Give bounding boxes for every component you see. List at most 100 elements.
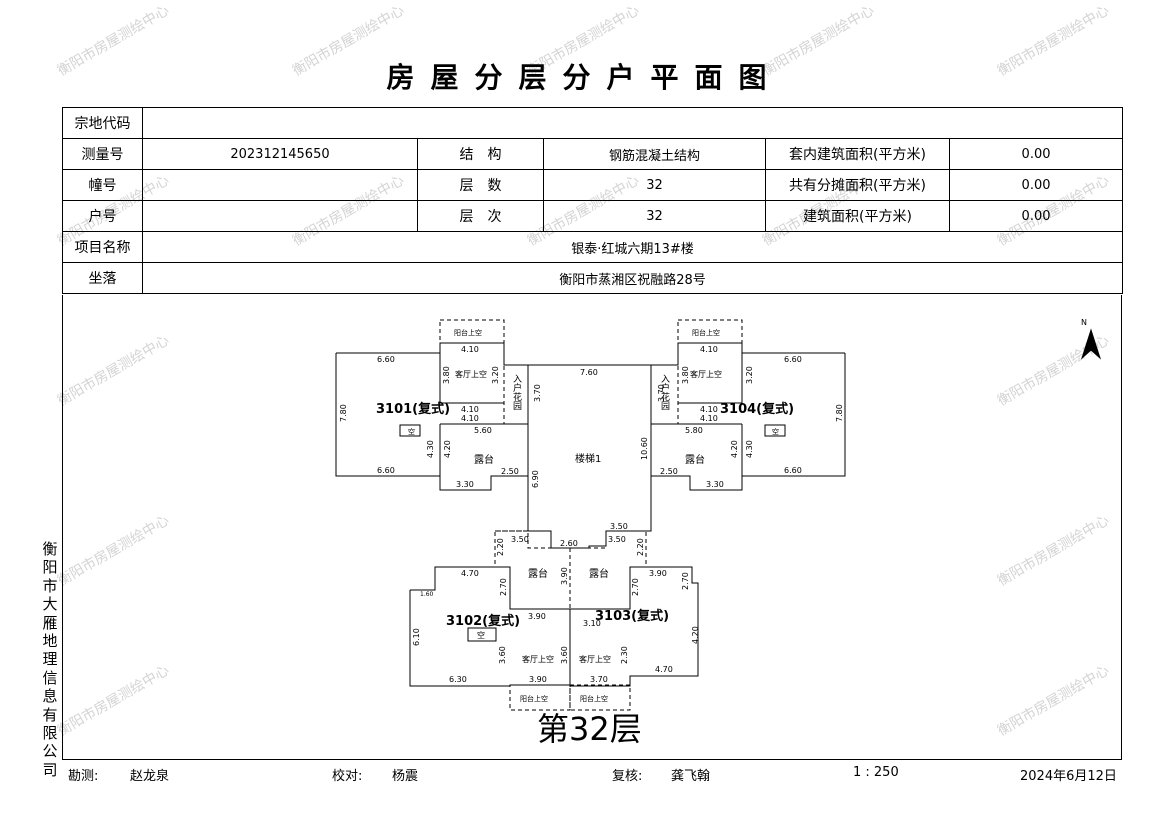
- dim-label: 4.10: [700, 414, 718, 423]
- date: 2024年6月12日: [1020, 769, 1117, 784]
- plan-frame: [62, 295, 1122, 760]
- dim-label: 3.30: [706, 480, 724, 489]
- room-void-living: 客厅上空: [522, 654, 554, 664]
- dim-label: 3.50: [610, 522, 628, 531]
- dim-label: 3.80: [681, 366, 690, 384]
- room-void: 空: [408, 427, 415, 436]
- dim-label: 7.80: [835, 404, 844, 422]
- dim-label: 6.10: [412, 628, 421, 646]
- dim-label: 4.30: [745, 440, 754, 458]
- dim-label: 2.20: [496, 538, 505, 556]
- location-value: 衡阳市蒸湘区祝融路28号: [141, 262, 1124, 294]
- dim-label: 3.90: [560, 567, 569, 585]
- checker-label: 校对:: [332, 769, 363, 784]
- dim-label: 2.30: [620, 646, 629, 664]
- room-terrace: 露台: [528, 567, 548, 580]
- dim-label: 5.60: [474, 426, 492, 435]
- dim-label: 10.60: [640, 437, 649, 460]
- parcel-code-label: 宗地代码: [62, 107, 143, 139]
- dim-label: 4.20: [730, 440, 739, 458]
- room-void-balcony: 阳台上空: [454, 328, 482, 337]
- room-entry: 入户花园: [511, 374, 522, 411]
- dim-label: 3.10: [583, 619, 601, 628]
- building-no-label: 幢号: [62, 169, 143, 201]
- dim-label: 2.50: [501, 467, 519, 476]
- dim-label: 2.70: [681, 572, 690, 590]
- shared-area-value: 0.00: [948, 169, 1124, 201]
- build-area-value: 0.00: [948, 200, 1124, 232]
- dim-label: 7.60: [580, 368, 598, 377]
- dim-label: 3.20: [745, 366, 754, 384]
- unit-label-3101: 3101(复式): [376, 401, 450, 417]
- build-area-label: 建筑面积(平方米): [765, 200, 950, 232]
- balcony-void-3103: [569, 684, 631, 711]
- location-label: 坐落: [62, 262, 143, 294]
- inner-area-value: 0.00: [948, 138, 1124, 170]
- scale: 1 : 250: [853, 765, 899, 780]
- dim-label: 1.60: [420, 591, 434, 598]
- room-terrace: 露台: [474, 453, 494, 466]
- room-stair: 楼梯1: [575, 452, 601, 465]
- dim-label: 2.60: [560, 539, 578, 548]
- room-void-living: 客厅上空: [455, 369, 487, 379]
- room-entry: 入户花园: [659, 374, 670, 411]
- dim-label: 3.70: [657, 384, 666, 402]
- void-box-3101: [399, 424, 421, 437]
- reviewer-name: 龚飞翰: [671, 769, 711, 784]
- room-void-living: 客厅上空: [690, 369, 722, 379]
- info-table: 宗地代码 测量号 202312145650 结 构 钢筋混凝土结构 套内建筑面积…: [62, 107, 1124, 294]
- room-void-balcony: 阳台上空: [580, 694, 608, 703]
- dim-label: 3.60: [560, 646, 569, 664]
- dim-label: 3.50: [511, 535, 529, 544]
- balcony-void-3101: [439, 319, 505, 344]
- room-terrace: 露台: [589, 567, 609, 580]
- project-label: 项目名称: [62, 231, 143, 263]
- dim-label: 6.60: [377, 466, 395, 475]
- room-void-balcony: 阳台上空: [692, 328, 720, 337]
- unit-label-3103: 3103(复式): [595, 608, 669, 624]
- dim-label: 4.10: [461, 345, 479, 354]
- dim-label: 4.70: [461, 569, 479, 578]
- dim-label: 2.70: [499, 578, 508, 596]
- dim-label: 2.50: [660, 467, 678, 476]
- room-void-balcony: 阳台上空: [520, 694, 548, 703]
- floors-value: 32: [543, 169, 766, 201]
- dim-label: 6.60: [377, 355, 395, 364]
- entry-garden-3104: [650, 364, 679, 425]
- floor-label: 第32层: [537, 710, 642, 748]
- dim-label: 4.30: [426, 440, 435, 458]
- unit-3101-inner: [439, 353, 504, 404]
- void-box-3102: [467, 627, 497, 642]
- dim-label: 4.10: [461, 414, 479, 423]
- checker-name: 杨震: [392, 769, 419, 784]
- room-void: 空: [477, 630, 485, 640]
- room-void-living: 客厅上空: [579, 654, 611, 664]
- dim-label: 6.60: [784, 466, 802, 475]
- dim-label: 6.30: [449, 675, 467, 684]
- room-terrace: 露台: [685, 453, 705, 466]
- surveyor-name: 赵龙泉: [130, 769, 170, 784]
- dim-label: 3.30: [456, 480, 474, 489]
- dim-label: 6.60: [784, 355, 802, 364]
- dim-label: 3.90: [649, 569, 667, 578]
- dim-label: 3.50: [608, 535, 626, 544]
- page-title: 房屋分层分户平面图: [386, 61, 783, 94]
- dim-label: 3.70: [533, 384, 542, 402]
- dim-label: 3.20: [491, 366, 500, 384]
- unit-3104-inner: [678, 353, 743, 404]
- balcony-void-3104: [677, 319, 743, 344]
- dim-label: 4.10: [461, 405, 479, 414]
- reviewer-label: 复核:: [612, 769, 643, 784]
- terrace-outline: [494, 530, 647, 610]
- structure-value: 钢筋混凝土结构: [543, 138, 766, 170]
- dim-label: 6.90: [531, 470, 540, 488]
- floor-level-value: 32: [543, 200, 766, 232]
- unit-label-3102: 3102(复式): [446, 613, 520, 629]
- dim-label: 4.10: [700, 345, 718, 354]
- dim-label: 4.10: [700, 405, 718, 414]
- void-box-3104: [764, 424, 786, 437]
- dim-label: 5.80: [685, 426, 703, 435]
- dim-label: 2.20: [636, 538, 645, 556]
- dim-label: 3.90: [529, 675, 547, 684]
